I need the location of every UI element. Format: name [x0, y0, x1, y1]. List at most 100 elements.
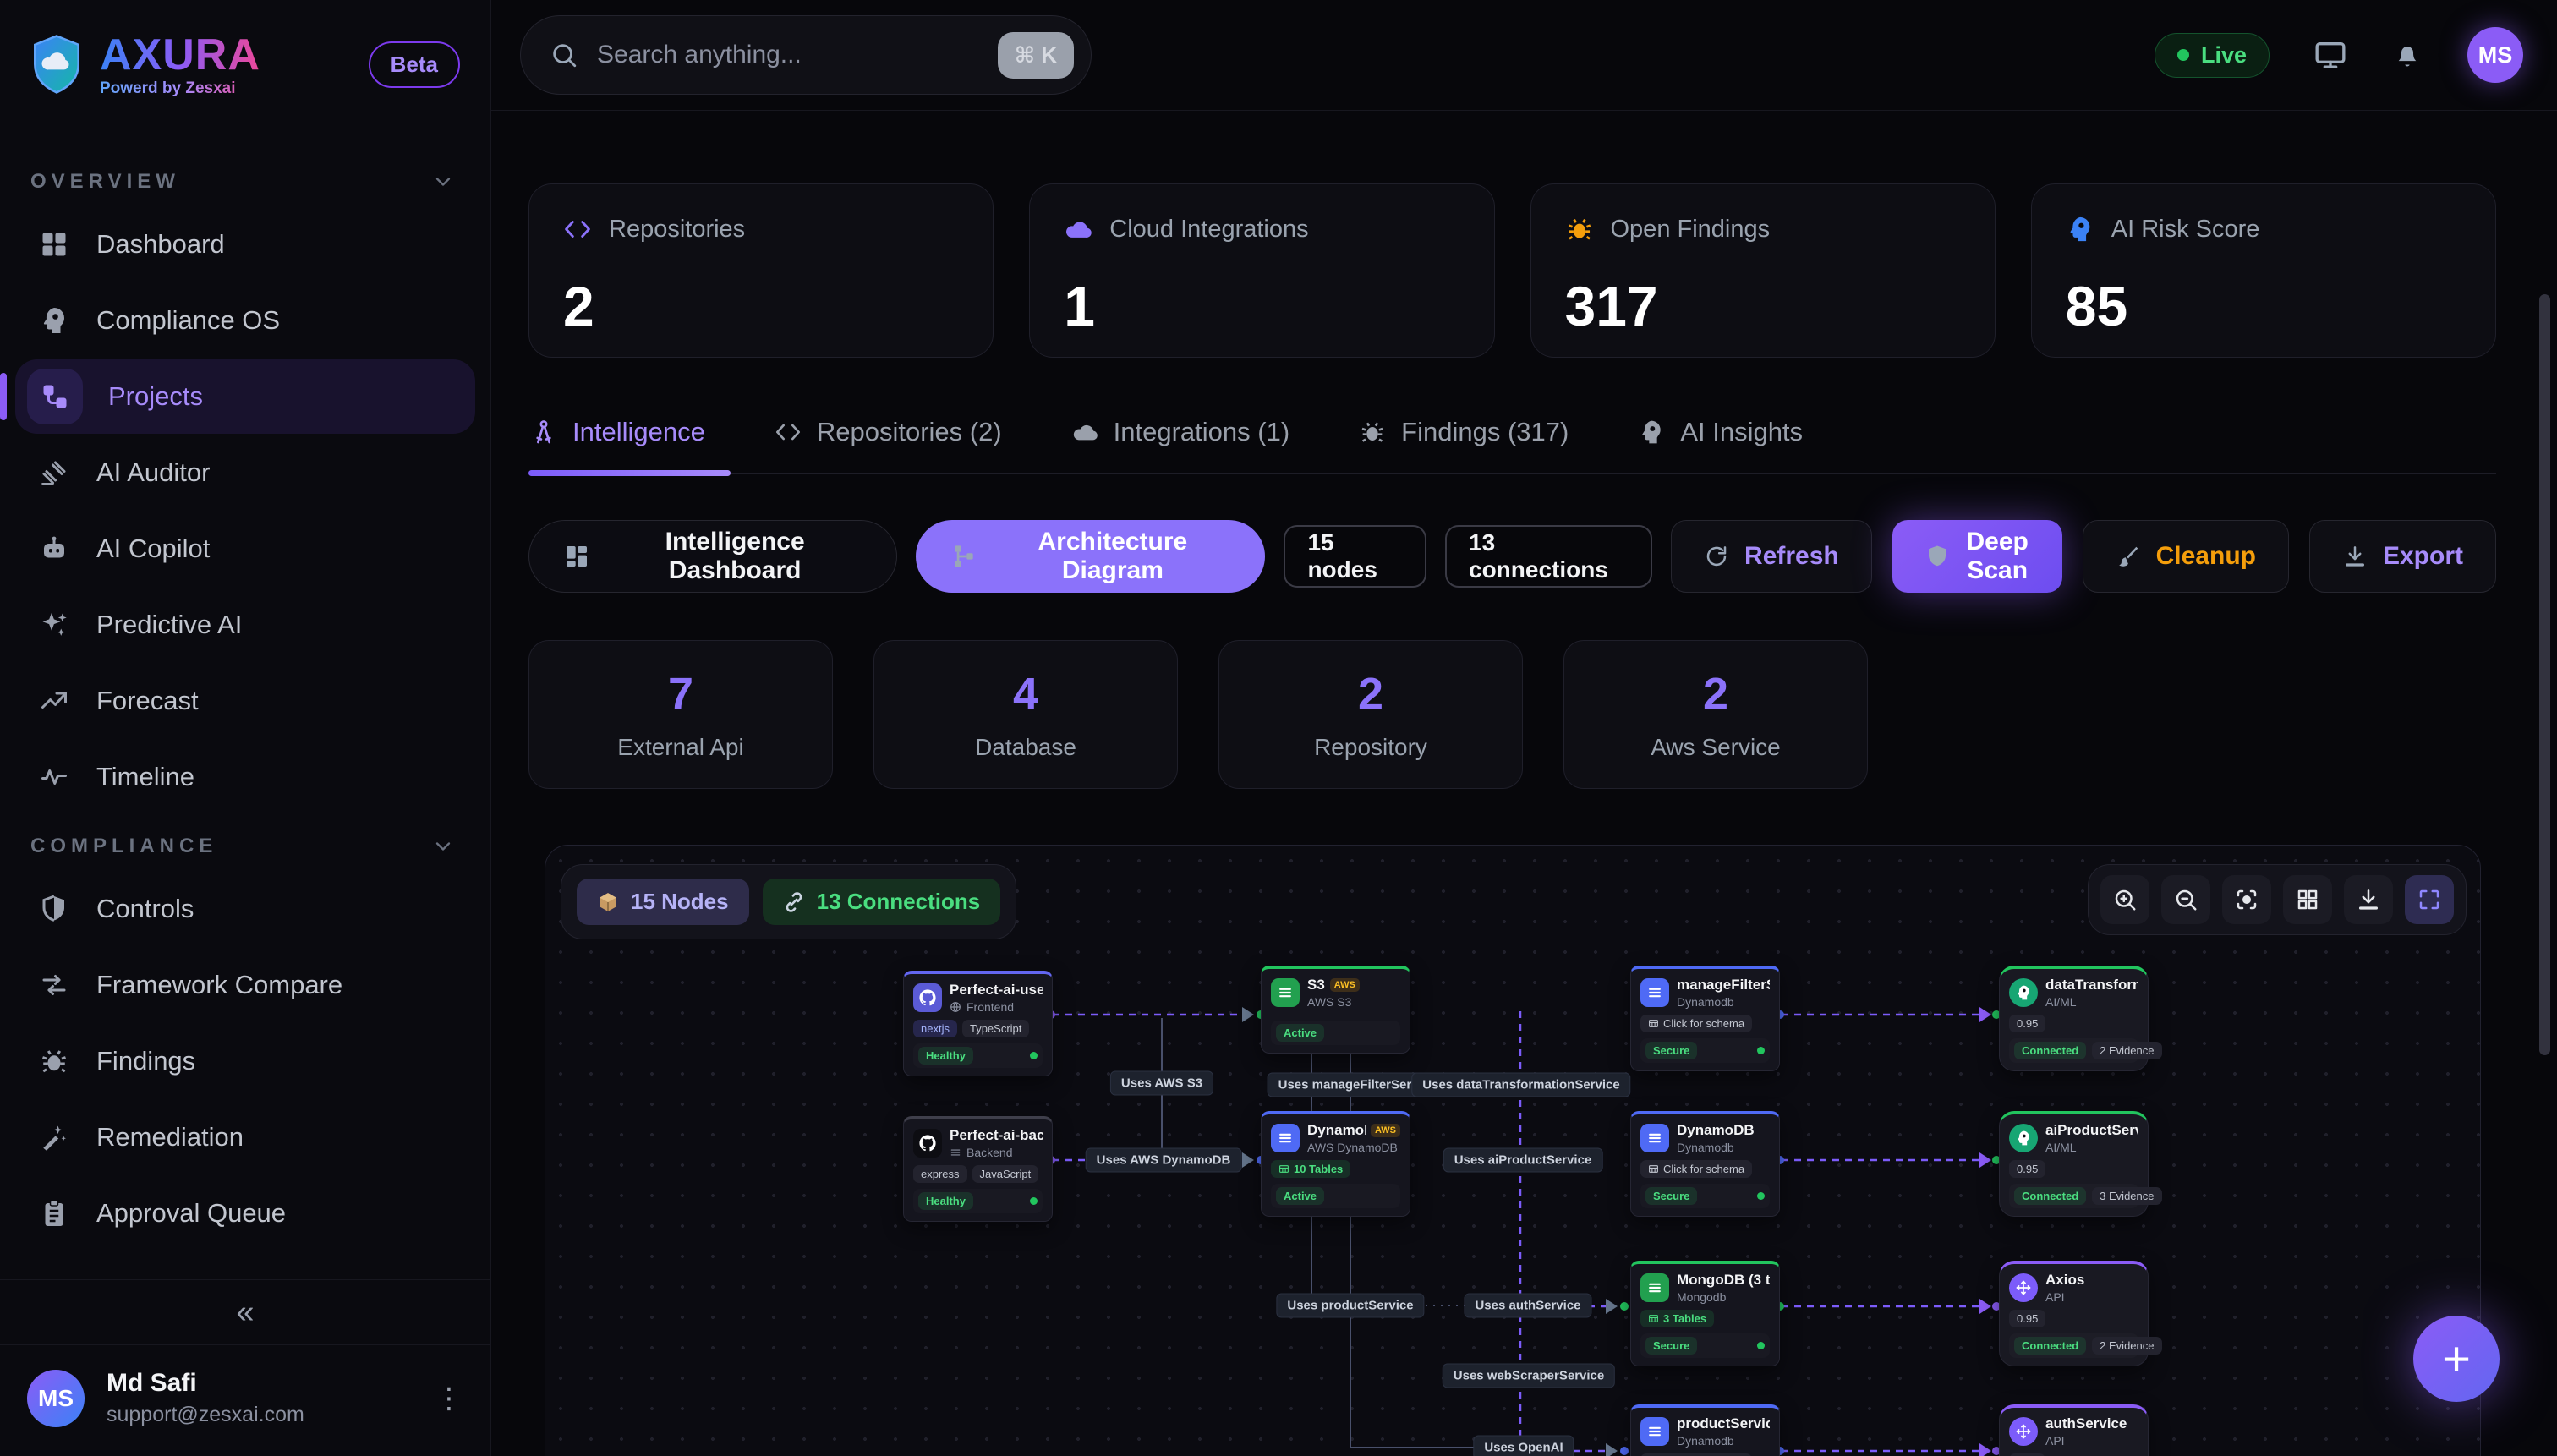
sidebar-item-label: Dashboard [96, 229, 225, 260]
sidebar-item-ai-copilot[interactable]: AI Copilot [15, 512, 475, 586]
stat-value: 1 [1064, 274, 1459, 338]
table-icon [1648, 1313, 1659, 1324]
sidebar-item-label: Remediation [96, 1122, 244, 1152]
sidebar-nav: OVERVIEWDashboardCompliance OSProjectsAI… [0, 129, 490, 1279]
chip-label: Healthy [926, 1195, 966, 1207]
shieldhalf-icon [37, 892, 71, 926]
diagram-node-datatransformationservice[interactable]: dataTransformationServiceAI/ML0.95Connec… [1999, 966, 2149, 1071]
sidebar-item-label: Timeline [96, 762, 194, 792]
sidebar-collapse-button[interactable]: « [0, 1279, 490, 1344]
diagram-node-managefilterservice[interactable]: manageFilterServiceDynamodbClick for sch… [1630, 966, 1780, 1071]
count-value: 2 [1703, 668, 1728, 720]
bell-icon[interactable] [2391, 39, 2423, 71]
tab-repositories-2-[interactable]: Repositories (2) [773, 410, 1004, 473]
deep-scan-button[interactable]: Deep Scan [1892, 520, 2062, 593]
count-label: External Api [617, 734, 743, 761]
chip-label: Secure [1653, 1044, 1689, 1057]
search-placeholder: Search anything... [597, 41, 979, 69]
sidebar-item-predictive-ai[interactable]: Predictive AI [15, 588, 475, 662]
tab-intelligence[interactable]: Intelligence [528, 410, 707, 473]
aws-badge: AWS [1330, 978, 1360, 992]
top-bar: Search anything... ⌘ K Live MS [491, 0, 2557, 111]
sidebar-item-timeline[interactable]: Timeline [15, 740, 475, 814]
architecture-canvas[interactable]: 15 Nodes 13 Connections Uses AWS S3Uses … [545, 845, 2481, 1456]
download-button[interactable] [2344, 875, 2393, 924]
tab-findings-317-[interactable]: Findings (317) [1357, 410, 1570, 473]
node-subtitle: Dynamodb [1677, 1434, 1734, 1448]
sidebar-item-compliance-os[interactable]: Compliance OS [15, 283, 475, 358]
cleanup-button[interactable]: Cleanup [2083, 520, 2289, 593]
sidebar-item-framework-compare[interactable]: Framework Compare [15, 948, 475, 1022]
search-input[interactable]: Search anything... ⌘ K [520, 15, 1092, 95]
nav-section-header[interactable]: COMPLIANCE [0, 816, 490, 870]
github-icon [913, 983, 942, 1012]
chip-label: 3 Evidence [2100, 1190, 2154, 1202]
chip-label: Connected [2022, 1190, 2078, 1202]
export-button[interactable]: Export [2309, 520, 2496, 593]
sidebar-item-approval-queue[interactable]: Approval Queue [15, 1176, 475, 1251]
live-badge: Live [2155, 33, 2270, 78]
tab-label: AI Insights [1680, 417, 1803, 447]
diagram-node-s3[interactable]: S3AWSAWS S3Active [1261, 966, 1410, 1054]
sidebar-item-dashboard[interactable]: Dashboard [15, 207, 475, 282]
count-card-aws-service: 2Aws Service [1563, 640, 1868, 789]
sidebar-item-findings[interactable]: Findings [15, 1024, 475, 1098]
chip-label: Healthy [926, 1049, 966, 1062]
node-title: MongoDB (3 tables) [1677, 1272, 1770, 1289]
add-fab-button[interactable]: + [2413, 1316, 2500, 1402]
chip-label: 0.95 [2017, 1163, 2038, 1175]
diagram-node-authservice[interactable]: authServiceAPI0.95 [1999, 1404, 2149, 1456]
move-icon [2009, 1417, 2038, 1446]
sidebar-item-remediation[interactable]: Remediation [15, 1100, 475, 1174]
diagram-node-mongodb[interactable]: MongoDB (3 tables)Mongodb3 TablesSecure [1630, 1261, 1780, 1366]
diagram-node-dynamodb-aws[interactable]: DynamoDBAWSAWS DynamoDB (10 tables)10 Ta… [1261, 1111, 1410, 1217]
edge-label: Uses AWS DynamoDB [1086, 1148, 1242, 1173]
node-subtitle: API [2045, 1290, 2065, 1304]
grid2-button[interactable] [2283, 875, 2332, 924]
count-card-external-api: 7External Api [528, 640, 833, 789]
diagram-node-perfect-ai-user[interactable]: Perfect-ai-userFrontendnextjsTypeScriptH… [903, 971, 1053, 1076]
download-icon [2342, 544, 2368, 569]
sidebar-item-label: Predictive AI [96, 610, 242, 640]
status-badge: Secure [1645, 1337, 1697, 1355]
sidebar-item-ai-auditor[interactable]: AI Auditor [15, 435, 475, 510]
diagram-icon [950, 543, 977, 570]
count-value: 4 [1013, 668, 1038, 720]
diagram-node-aiproductservice[interactable]: aiProductServiceAI/ML0.95Connected3 Evid… [1999, 1111, 2149, 1217]
user-card[interactable]: MS Md Safi support@zesxai.com ⋮ [0, 1344, 490, 1456]
action-buttons: Refresh Deep Scan Cleanup Export [1671, 520, 2496, 593]
headgear-icon [2066, 215, 2094, 244]
nav-section-header[interactable]: OVERVIEW [0, 151, 490, 205]
diagram-node-perfect-ai-backend[interactable]: Perfect-ai-backendBackendexpressJavaScri… [903, 1116, 1053, 1222]
zoomout-button[interactable] [2161, 875, 2210, 924]
profile-avatar[interactable]: MS [2467, 27, 2523, 83]
refresh-button[interactable]: Refresh [1671, 520, 1872, 593]
connections-count-pill: 13 connections [1445, 525, 1652, 588]
sidebar-item-forecast[interactable]: Forecast [15, 664, 475, 738]
sidebar-item-projects[interactable]: Projects [15, 359, 475, 434]
tabs-bar: Intelligence Repositories (2) Integrations… [528, 410, 2496, 474]
sidebar: AXURA Powerd by Zesxai Beta OVERVIEW Dash… [0, 0, 491, 1456]
stat-card-cloud-integrations: Cloud Integrations1 [1029, 183, 1494, 358]
zoomin-button[interactable] [2100, 875, 2149, 924]
diagram-node-productservice[interactable]: productServiceDynamodbClick for schema [1630, 1404, 1780, 1456]
node-subtitle: Frontend [966, 1000, 1014, 1014]
tab-integrations-1-[interactable]: Integrations (1) [1070, 410, 1292, 473]
diagram-node-dynamodb-service[interactable]: DynamoDBDynamodbClick for schemaSecure [1630, 1111, 1780, 1217]
page-scrollbar[interactable] [2539, 294, 2550, 1055]
nav-section-label: COMPLIANCE [30, 835, 217, 858]
chip-label: JavaScript [980, 1168, 1032, 1180]
maximize-button[interactable] [2405, 875, 2454, 924]
cloud-icon [1064, 215, 1092, 244]
sidebar-item-controls[interactable]: Controls [15, 872, 475, 946]
brand: AXURA Powerd by Zesxai Beta [0, 0, 490, 129]
user-menu-icon[interactable]: ⋮ [435, 1382, 463, 1415]
diagram-node-axios[interactable]: AxiosAPI0.95Connected2 Evidence [1999, 1261, 2149, 1366]
tab-ai-insights[interactable]: AI Insights [1636, 410, 1804, 473]
chip-label: 0.95 [2017, 1017, 2038, 1030]
monitor-icon[interactable] [2313, 38, 2347, 72]
intelligence-dashboard-button[interactable]: Intelligence Dashboard [528, 520, 897, 593]
bug-icon [37, 1044, 71, 1078]
architecture-diagram-button[interactable]: Architecture Diagram [916, 520, 1265, 593]
focus-button[interactable] [2222, 875, 2271, 924]
